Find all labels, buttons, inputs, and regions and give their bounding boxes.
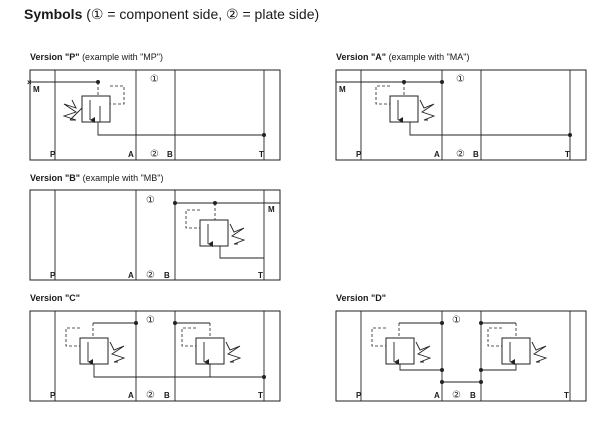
caption-version-p: Version "P" (example with "MP") — [30, 52, 163, 62]
pressure-reducing-valve-c-right — [181, 323, 242, 377]
valve-body-b — [29, 189, 281, 281]
caption-version-c: Version "C" — [30, 293, 80, 303]
port-a-c: A — [128, 391, 134, 400]
side-component-b: ① — [146, 195, 155, 206]
valve-body-a — [335, 69, 587, 161]
port-b-p: B — [167, 150, 173, 159]
diagram-version-d: Version "D" ① ② P A B T — [335, 293, 587, 402]
port-p-p: P — [50, 150, 56, 159]
pressure-reducing-valve-c-left — [65, 323, 264, 378]
port-a-d: A — [434, 391, 440, 400]
pressure-reducing-valve-a — [375, 82, 570, 136]
port-m-b: M — [268, 205, 275, 214]
diagram-version-b: Version "B" (example with "MB") ① ② M P … — [29, 173, 281, 281]
port-t-a: T — [565, 150, 570, 159]
port-b-b: B — [164, 271, 170, 280]
side-plate-b: ② — [146, 270, 155, 281]
side-plate-d: ② — [452, 390, 461, 401]
port-t-b: T — [258, 271, 263, 280]
port-t-c: T — [258, 391, 263, 400]
diagram-version-p: Version "P" (example with "MP") ① ② M P … — [27, 52, 281, 161]
port-p-b: P — [50, 271, 56, 280]
page-title-rest: (① = component side, ② = plate side) — [82, 6, 320, 22]
port-m-p: M — [33, 85, 40, 94]
port-t-d: T — [564, 391, 569, 400]
port-t-p: T — [259, 150, 264, 159]
side-component-c: ① — [146, 315, 155, 326]
port-m-a: M — [339, 85, 346, 94]
diagram-version-a: Version "A" (example with "MA") ① ② M P … — [335, 52, 587, 161]
side-plate-p: ② — [150, 149, 159, 160]
caption-version-b: Version "B" (example with "MB") — [30, 173, 163, 183]
valve-body-d — [335, 310, 587, 402]
port-a-p: A — [128, 150, 134, 159]
side-component-p: ① — [150, 74, 159, 85]
caption-version-d: Version "D" — [336, 293, 386, 303]
page-title: Symbols (① = component side, ② = plate s… — [24, 6, 319, 23]
svg-text:×: × — [27, 78, 32, 87]
valve-body-p — [29, 69, 281, 161]
pressure-reducing-valve-b — [185, 203, 264, 259]
diagram-version-c: Version "C" ① ② P A B T — [29, 293, 281, 402]
port-p-d: P — [356, 391, 362, 400]
valve-body-c — [29, 310, 281, 402]
port-b-c: B — [164, 391, 170, 400]
port-a-a: A — [434, 150, 440, 159]
port-b-d: B — [470, 391, 476, 400]
port-p-c: P — [50, 391, 56, 400]
pressure-reducing-valve-d-left — [371, 323, 442, 371]
pressure-reducing-valve-p — [62, 82, 264, 136]
port-a-b: A — [128, 271, 134, 280]
port-b-a: B — [473, 150, 479, 159]
side-component-d: ① — [452, 315, 461, 326]
caption-version-a: Version "A" (example with "MA") — [336, 52, 469, 62]
pressure-reducing-valve-d-right — [481, 323, 548, 371]
page-title-bold: Symbols — [24, 6, 83, 22]
side-plate-a: ② — [456, 149, 465, 160]
side-component-a: ① — [456, 74, 465, 85]
port-p-a: P — [356, 150, 362, 159]
side-plate-c: ② — [146, 390, 155, 401]
